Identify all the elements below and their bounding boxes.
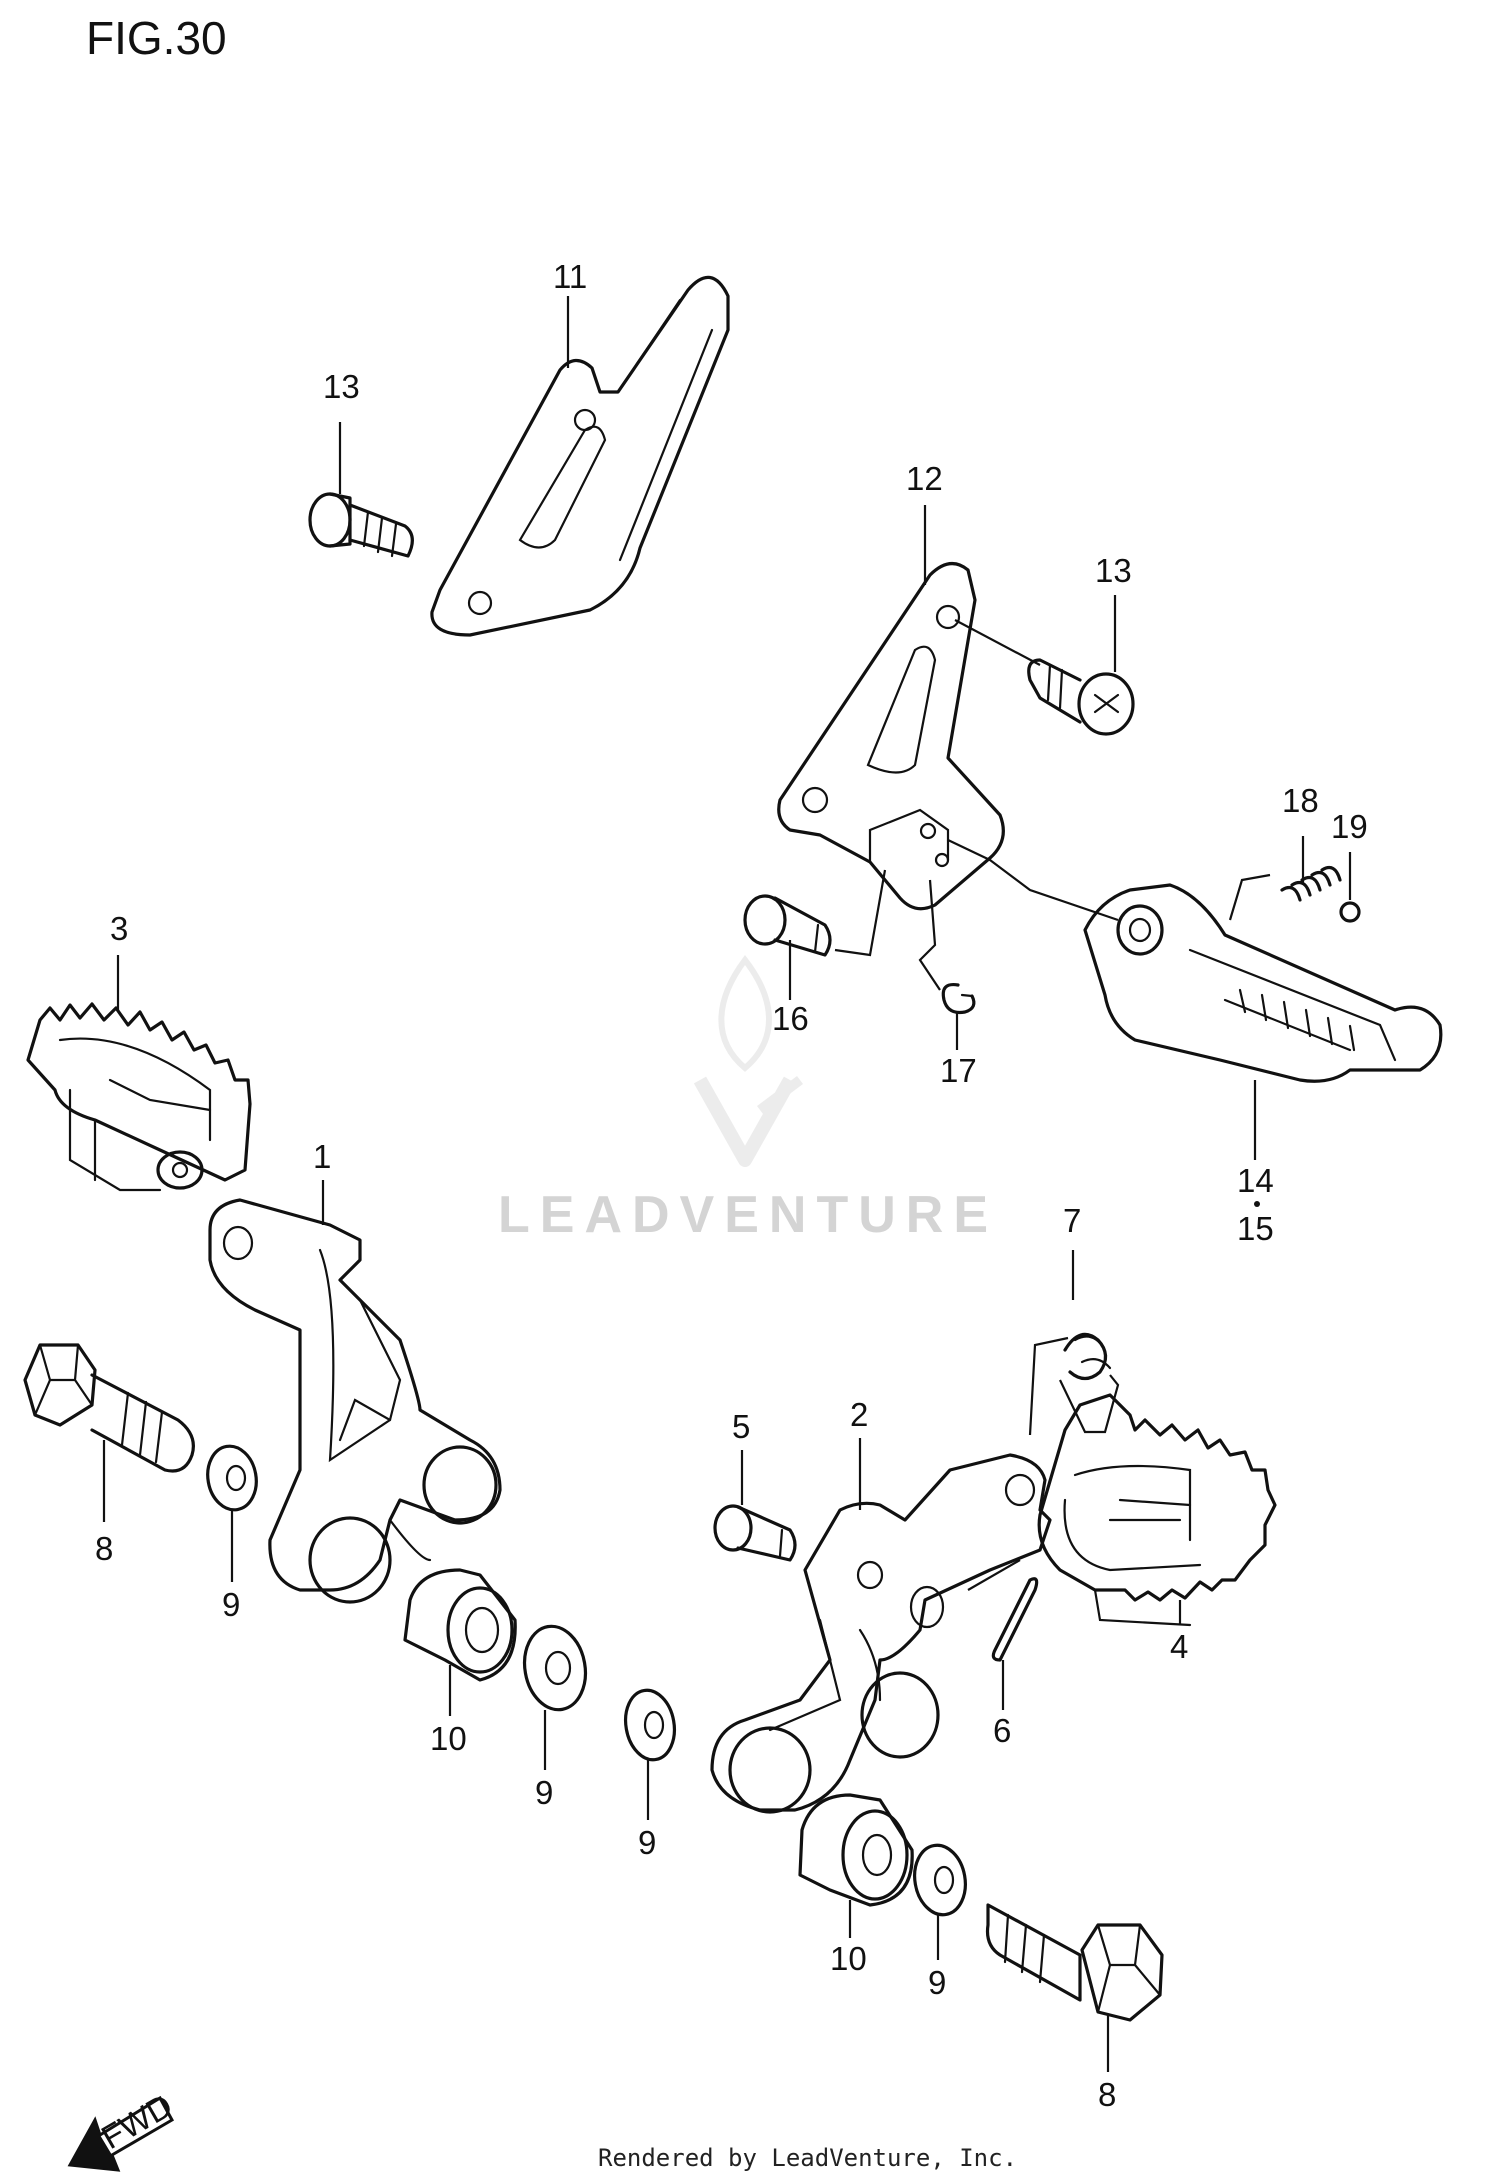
- callout-10-right: 10: [830, 1940, 867, 1977]
- bolt-part-8-right: [985, 1903, 1164, 2022]
- callout-2: 2: [850, 1396, 868, 1433]
- footrest-bracket-part-12: [777, 562, 1005, 911]
- bushing-part-10-right: [798, 1793, 914, 1907]
- callout-13-top: 13: [323, 368, 360, 405]
- callout-11: 11: [553, 258, 587, 295]
- bolt-part-8-left: [23, 1343, 195, 1473]
- callout-9-left-b: 9: [535, 1774, 553, 1811]
- spring-part-7: [1028, 1332, 1120, 1436]
- footpeg-part-3: [26, 1002, 252, 1192]
- leader-lines: [102, 296, 1352, 2072]
- footer-credit: Rendered by LeadVenture, Inc.: [598, 2144, 1017, 2172]
- bolt-part-13-right: [954, 619, 1135, 736]
- spring-part-18: [1228, 866, 1342, 921]
- forward-direction-badge: FWD: [67, 2086, 179, 2172]
- bushing-part-10-left: [403, 1568, 517, 1682]
- callout-9-right-a: 9: [638, 1824, 656, 1861]
- callout-16: 16: [772, 1000, 809, 1037]
- callout-15: 15: [1237, 1210, 1274, 1247]
- footpeg-part-4: [1037, 1393, 1277, 1627]
- clip-part-17: [918, 879, 976, 1015]
- pin-part-16: [743, 869, 887, 957]
- callout-12: 12: [906, 460, 943, 497]
- cotter-pin-part-6: [967, 1559, 1039, 1662]
- callout-9-right-b: 9: [928, 1964, 946, 2001]
- watermark-text: LEADVENTURE: [498, 1186, 998, 1244]
- callout-8-right: 8: [1098, 2076, 1116, 2113]
- callout-7: 7: [1063, 1202, 1081, 1239]
- callout-18: 18: [1282, 782, 1319, 819]
- heel-guard-part-11: [430, 275, 730, 637]
- fwd-label: FWD: [95, 2086, 179, 2156]
- ball-part-19: [1339, 901, 1361, 923]
- callout-1: 1: [313, 1138, 331, 1175]
- washer-part-9-left-b: [522, 1624, 588, 1712]
- callout-4: 4: [1170, 1628, 1188, 1665]
- figure-title: FIG.30: [86, 12, 227, 64]
- callout-8-left: 8: [95, 1530, 113, 1567]
- washer-part-9-right-a: [623, 1688, 677, 1762]
- bolt-part-13-top: [308, 492, 414, 558]
- footrest-bracket-part-1: [208, 1198, 502, 1604]
- callout-5: 5: [732, 1408, 750, 1445]
- callout-6: 6: [993, 1712, 1011, 1749]
- watermark-logo: [693, 955, 803, 1167]
- callout-numbers: 11 13 12 13 18 19 16 17 14 15 3 1 8 9 10…: [95, 258, 1368, 2113]
- callout-13-right: 13: [1095, 552, 1132, 589]
- callout-17: 17: [940, 1052, 977, 1089]
- callout-separator-dot: [1254, 1201, 1260, 1207]
- callout-14: 14: [1237, 1162, 1274, 1199]
- washer-part-9-left-a: [206, 1444, 258, 1512]
- callout-3: 3: [110, 910, 128, 947]
- callout-10-left: 10: [430, 1720, 467, 1757]
- footrest-bracket-part-2: [710, 1453, 1052, 1814]
- washer-part-9-right-b: [913, 1843, 967, 1917]
- pin-part-5: [713, 1504, 797, 1562]
- footpeg-part-14-15: [989, 859, 1443, 1083]
- callout-9-left-a: 9: [222, 1586, 240, 1623]
- callout-19: 19: [1331, 808, 1368, 845]
